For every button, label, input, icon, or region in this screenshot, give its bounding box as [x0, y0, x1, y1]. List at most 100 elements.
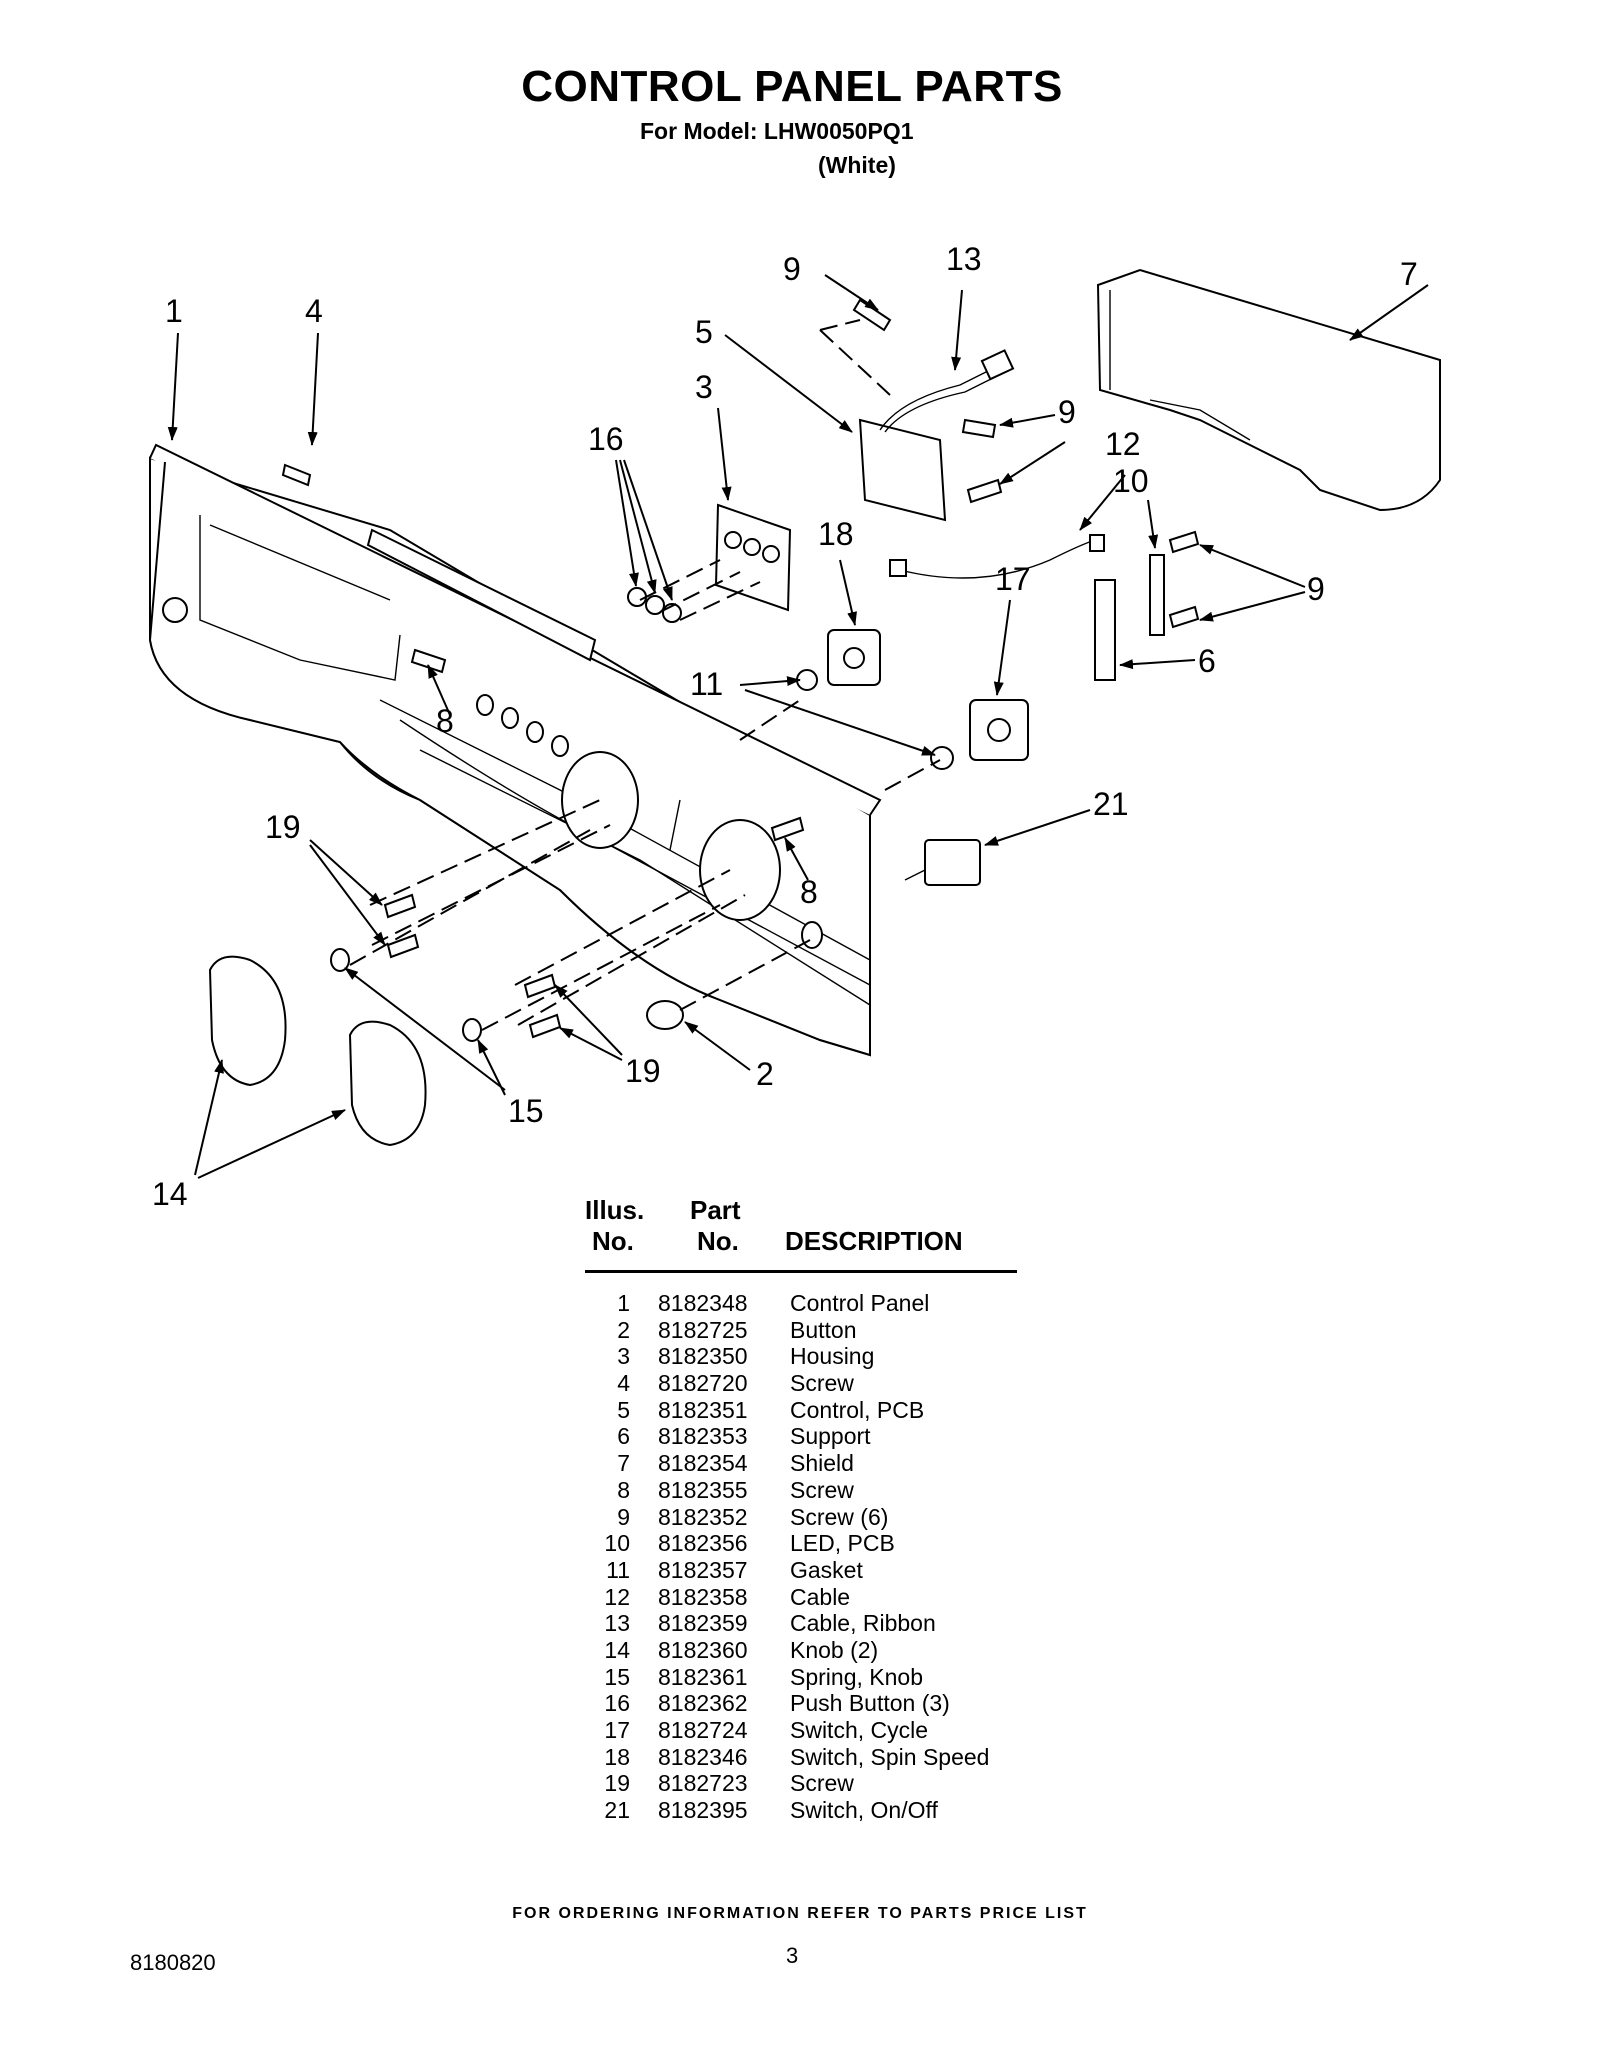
illus-number: 3	[617, 1343, 630, 1370]
part-number: 8182346	[658, 1743, 748, 1770]
illus-number: 13	[604, 1610, 630, 1637]
illus-number: 16	[604, 1690, 630, 1717]
table-row: 7 8182354 Shield	[590, 1450, 1020, 1477]
part-number: 8182352	[658, 1503, 748, 1530]
col-description: DESCRIPTION	[785, 1226, 963, 1256]
part-number: 8182358	[658, 1583, 748, 1610]
illus-number: 15	[604, 1663, 630, 1690]
illus-number: 12	[604, 1583, 630, 1610]
support-drawing	[1094, 579, 1116, 681]
table-row: 8 8182355 Screw	[590, 1477, 1020, 1504]
part-description: LED, PCB	[790, 1530, 895, 1557]
control-pcb-drawing	[858, 418, 947, 522]
part-number: 8182348	[658, 1290, 748, 1316]
table-row: 12 8182358 Cable	[590, 1584, 1020, 1611]
illus-number: 1	[617, 1290, 630, 1316]
callout-11: 11	[690, 666, 723, 702]
part-description: Screw	[790, 1476, 854, 1503]
leader-lines	[167, 274, 1429, 1179]
illus-number: 18	[604, 1743, 630, 1770]
part-number: 8182351	[658, 1396, 748, 1423]
part-description: Control, PCB	[790, 1396, 925, 1423]
callout-7: 7	[1400, 256, 1418, 292]
col-part-line2: No.	[697, 1226, 739, 1256]
callout-5: 5	[695, 314, 713, 350]
header-rule	[585, 1270, 1017, 1273]
illus-number: 21	[604, 1797, 630, 1824]
part-description: Support	[790, 1423, 871, 1450]
color-line: (White)	[818, 152, 896, 178]
part-number: 8182360	[658, 1636, 748, 1663]
control-panel-drawing	[149, 443, 882, 1057]
on-off-switch-drawing	[924, 839, 981, 886]
part-description: Cable	[790, 1583, 851, 1610]
callout-9-right: 9	[1307, 571, 1325, 607]
part-description: Screw	[790, 1770, 854, 1797]
part-number: 8182350	[658, 1343, 748, 1370]
callout-12: 12	[1105, 426, 1141, 462]
illus-number: 2	[617, 1316, 630, 1343]
col-part-line1: Part	[690, 1195, 741, 1225]
part-number: 8182354	[658, 1450, 748, 1477]
led-pcb-drawing	[1149, 554, 1165, 636]
part-number: 8182353	[658, 1423, 748, 1450]
part-description: Shield	[790, 1450, 854, 1477]
callout-6: 6	[1198, 643, 1216, 679]
part-description: Switch, On/Off	[790, 1797, 938, 1824]
part-number: 8182359	[658, 1610, 748, 1637]
part-number: 8182720	[658, 1370, 748, 1397]
callout-21: 21	[1093, 786, 1129, 822]
callout-14: 14	[152, 1176, 188, 1212]
callout-19-left: 19	[265, 809, 301, 845]
part-number: 8182356	[658, 1530, 748, 1557]
callout-9-mid: 9	[1058, 394, 1076, 430]
exploded-parts-diagram: 1 4 5 3 16 9 13 7 9 12 10 9 6 18 17 11 2…	[149, 241, 1441, 1212]
illus-number: 8	[617, 1476, 630, 1503]
illus-number: 4	[617, 1370, 630, 1397]
part-description: Cable, Ribbon	[790, 1610, 936, 1637]
callout-4: 4	[305, 293, 323, 329]
col-illus-line2: No.	[592, 1226, 634, 1256]
part-description: Housing	[790, 1343, 875, 1370]
part-number: 8182362	[658, 1690, 748, 1717]
illus-number: 5	[617, 1396, 630, 1423]
part-description: Switch, Cycle	[790, 1717, 929, 1743]
page-title: CONTROL PANEL PARTS	[521, 62, 1063, 111]
model-line: For Model: LHW0050PQ1	[640, 118, 914, 144]
part-number: 8182357	[658, 1556, 748, 1583]
illus-number: 19	[604, 1770, 630, 1797]
part-number: 8182361	[658, 1663, 748, 1690]
callout-8-right: 8	[800, 874, 818, 910]
illus-number: 11	[606, 1556, 630, 1583]
table-row: 11 8182357 Gasket	[590, 1557, 1020, 1584]
part-number: 8182725	[658, 1316, 748, 1343]
illus-number: 7	[617, 1450, 630, 1477]
table-row: 5 8182351 Control, PCB	[590, 1397, 1020, 1424]
part-description: Control Panel	[790, 1290, 930, 1316]
callout-16: 16	[588, 421, 624, 457]
callout-13: 13	[946, 241, 982, 277]
callout-17: 17	[995, 561, 1031, 597]
callout-1: 1	[165, 293, 183, 329]
table-row: 13 8182359 Cable, Ribbon	[590, 1610, 1020, 1637]
part-description: Screw (6)	[790, 1503, 889, 1530]
part-description: Gasket	[790, 1556, 863, 1583]
ordering-note: FOR ORDERING INFORMATION REFER TO PARTS …	[512, 1905, 1088, 1922]
part-number: 8182355	[658, 1476, 748, 1503]
callout-15: 15	[508, 1093, 544, 1129]
knob-lower-drawing	[348, 1020, 427, 1147]
callout-9-top: 9	[783, 251, 801, 287]
